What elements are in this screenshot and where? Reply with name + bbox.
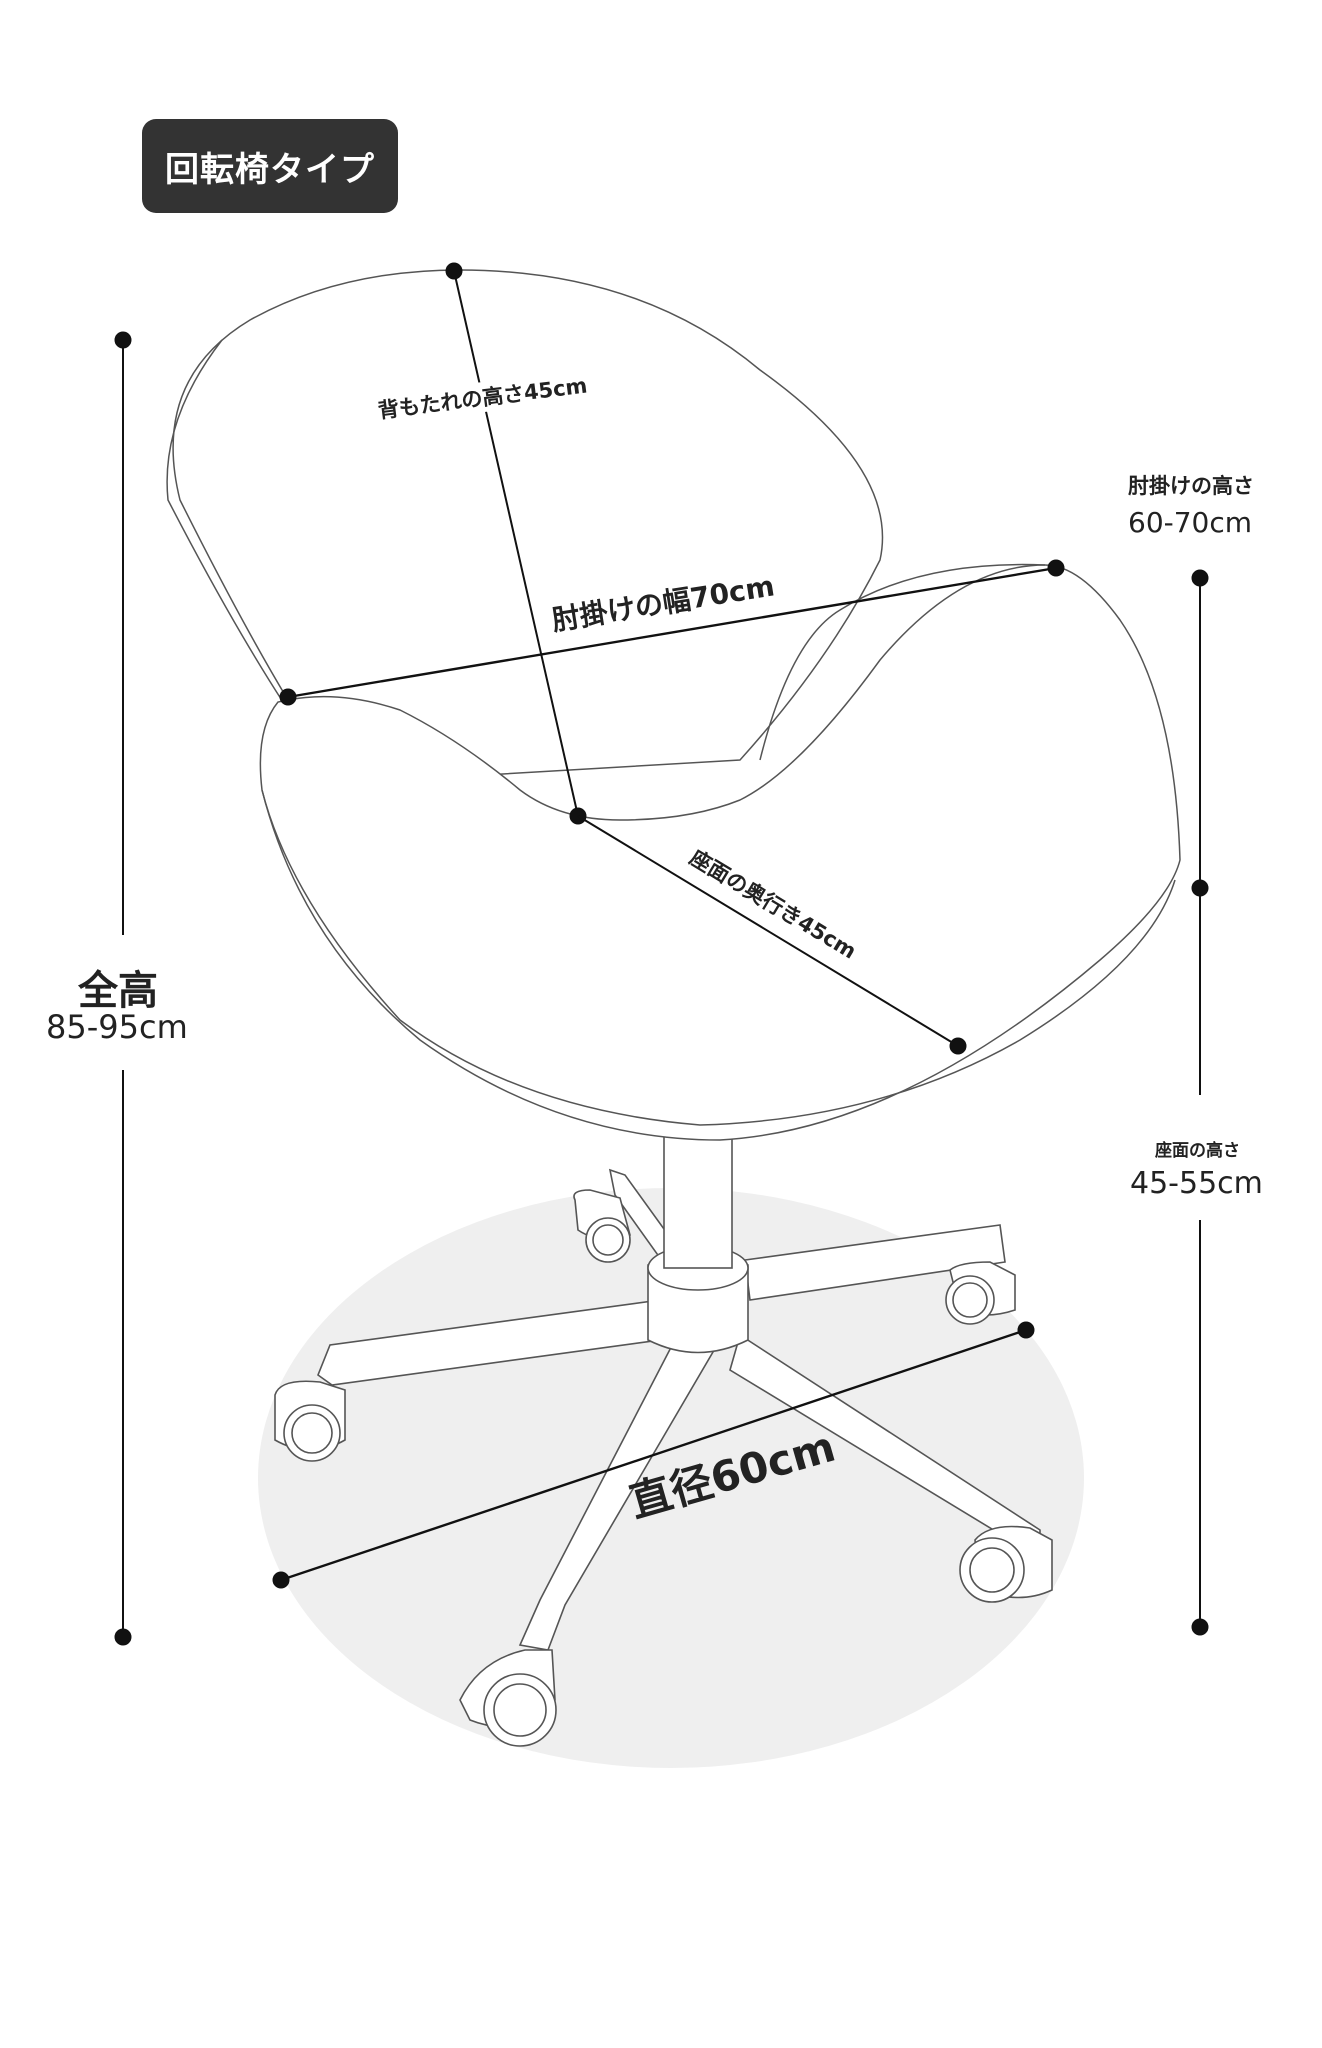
armrest-width-line xyxy=(287,566,1057,699)
casters xyxy=(274,1189,1053,1747)
seat-height-dot xyxy=(1191,879,1209,897)
total-height-label: 全高 xyxy=(78,968,158,1014)
armrest-dot-right xyxy=(1047,559,1065,577)
chair-backrest xyxy=(166,269,884,781)
caster-right-back xyxy=(945,1261,1016,1325)
seat-front-dot xyxy=(949,1037,967,1055)
caster-front-left xyxy=(459,1649,557,1747)
backrest-height-line xyxy=(453,270,579,817)
total-height-dot-bottom xyxy=(114,1628,132,1646)
seat-depth-line xyxy=(577,815,959,1047)
chair-seat xyxy=(259,563,1181,1141)
armrest-height-dot xyxy=(1191,569,1209,587)
chair-type-label: 回転椅タイプ xyxy=(165,149,375,190)
armrest-height-value: 60-70cm xyxy=(1128,506,1253,539)
total-height-value: 85-95cm xyxy=(46,1008,188,1046)
armrest-dot-left xyxy=(279,688,297,706)
caster-back xyxy=(573,1189,631,1263)
chair-type-badge: 回転椅タイプ xyxy=(142,119,398,213)
total-height-dot-top xyxy=(114,331,132,349)
base-dot-left xyxy=(272,1571,290,1589)
seat-height-value: 45-55cm xyxy=(1130,1166,1263,1201)
caster-left xyxy=(274,1380,346,1462)
seat-height-label: 座面の高さ xyxy=(1155,1141,1240,1161)
backrest-dot-top xyxy=(445,262,463,280)
base-dot-right xyxy=(1017,1321,1035,1339)
base-diameter-line xyxy=(280,1328,1027,1582)
chair-column xyxy=(647,1119,749,1354)
floor-dot-right xyxy=(1191,1618,1209,1636)
caster-front-right xyxy=(959,1525,1053,1603)
armrest-height-label: 肘掛けの高さ xyxy=(1128,474,1254,498)
dimension-lines xyxy=(114,262,1209,1646)
